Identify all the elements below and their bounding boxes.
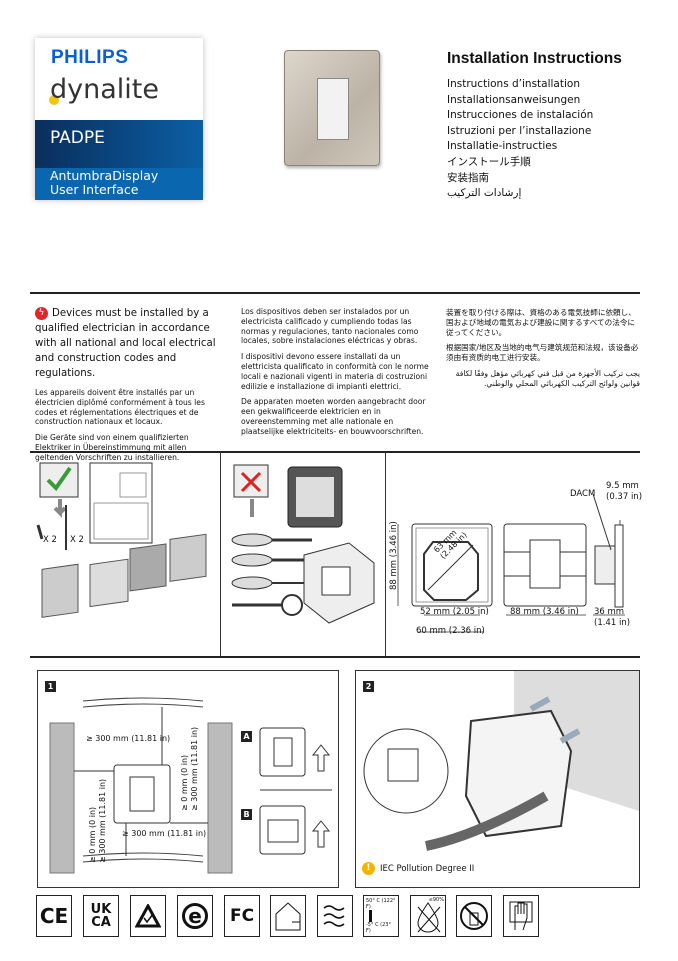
product-image — [284, 50, 380, 166]
title-es: Instrucciones de instalación — [447, 109, 594, 122]
clearance-right-min: ≥ 0 mm (0 in) — [180, 754, 189, 811]
divider — [30, 656, 640, 658]
dim-depth-in: (1.41 in) — [594, 618, 631, 628]
ce-mark-icon: CE — [36, 895, 72, 937]
screws-qty: X 2 — [43, 535, 57, 545]
clearance-left-rec: ≥ 300 mm (11.81 in) — [98, 778, 107, 863]
dim-plate: 9.5 mm — [606, 481, 639, 491]
divider — [30, 292, 640, 294]
divider — [220, 452, 221, 657]
dim-height: 88 mm (3.46 in) — [389, 521, 399, 590]
pollution-note: ! IEC Pollution Degree II — [362, 862, 474, 875]
dimension-drawing — [397, 493, 625, 633]
airflow-icon — [317, 895, 353, 937]
option-a-label: A — [241, 731, 252, 742]
dynalite-logo: dynalite — [50, 74, 159, 105]
electric-hazard-icon: ϟ — [35, 306, 48, 320]
step-number: 2 — [363, 681, 374, 692]
clearance-top: ≥ 300 mm (11.81 in) — [86, 734, 171, 743]
divider — [30, 451, 640, 453]
rcm-icon — [130, 895, 166, 937]
dim-outer-width: 60 mm (2.36 in) — [416, 626, 485, 636]
wear-gloves-icon — [503, 895, 539, 937]
step-2-panel: 2 ! IEC Pollution Degree II — [355, 670, 640, 888]
dim-plate-in: (0.37 in) — [606, 492, 643, 502]
title-it: Istruzioni per l’installazione — [447, 124, 592, 137]
package-contents-illustration — [36, 462, 207, 618]
step-1-panel: 1 A B ≥ 300 mm (11.81 in) ≥ 300 mm (11.8… — [37, 670, 339, 888]
china-rohs-icon: e — [177, 895, 213, 937]
divider — [385, 452, 386, 657]
option-b-label: B — [241, 809, 252, 820]
title-fr: Instructions d’installation — [447, 78, 580, 90]
temperature-range-icon: 50° C (122° F)-5° C (23° F) — [363, 895, 399, 937]
clearance-bottom: ≥ 300 mm (11.81 in) — [122, 829, 207, 838]
clearance-diagram — [49, 697, 332, 874]
dim-depth: 36 mm — [594, 607, 625, 617]
back-box-installation-illustration — [363, 671, 639, 851]
logo-dot — [49, 95, 59, 105]
dim-front-width: 88 mm (3.46 in) — [510, 607, 579, 617]
humidity-icon: ≤90% — [410, 895, 446, 937]
title-ar: إرشادات التركيب — [447, 187, 522, 200]
tools-not-included-illustration — [231, 464, 375, 624]
model-code: PADPE — [35, 120, 203, 168]
titles: Installation Instructions Instructions d… — [447, 50, 622, 202]
step-number: 1 — [45, 681, 56, 692]
title-de: Installationsanweisungen — [447, 93, 581, 106]
title-ja: インストール手順 — [447, 155, 531, 168]
title-nl: Installatie-instructies — [447, 140, 558, 153]
fcc-icon: FC — [224, 895, 260, 937]
safety-column-2: Los dispositivos deben ser instalados po… — [241, 307, 429, 436]
safety-column-3: 装置を取り付ける際は、資格のある電気技師に依頼し、国および地域の電気および建設に… — [446, 308, 640, 388]
display-window — [317, 78, 349, 140]
page-title: Installation Instructions — [447, 50, 622, 67]
title-zh: 安装指南 — [447, 171, 489, 184]
no-spray-icon — [456, 895, 492, 937]
clearance-right-rec: ≥ 300 mm (11.81 in) — [190, 726, 199, 811]
dim-inner-width: 52 mm (2.05 in) — [420, 607, 489, 617]
clearance-left-min: ≥ 0 mm (0 in) — [88, 806, 97, 863]
anchors-qty: X 2 — [70, 535, 84, 545]
dacm-label: DACM — [570, 489, 596, 499]
indoor-use-icon — [270, 895, 306, 937]
philips-logo: PHILIPS — [51, 47, 129, 68]
exclamation-icon: ! — [362, 862, 375, 875]
